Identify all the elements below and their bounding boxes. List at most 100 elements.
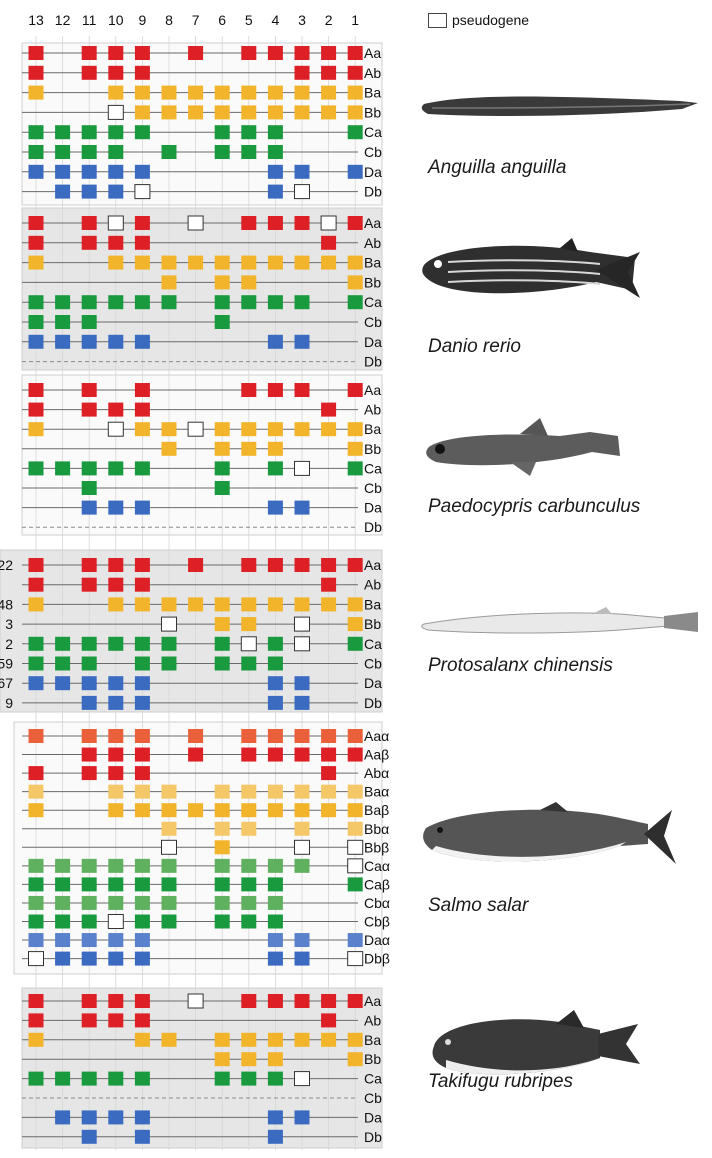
cluster-label: Bb [364,441,381,457]
gene-box [135,1013,150,1027]
gene-box [268,994,283,1008]
gene-box [295,66,310,80]
cluster-label: Baα [364,784,389,800]
gene-box [295,335,310,349]
gene-box [321,1033,336,1047]
gene-box [108,1110,123,1124]
cluster-label: Db [364,354,382,370]
gene-box [55,637,70,651]
gene-box [162,822,177,836]
gene-box [268,185,283,199]
gene-box [348,422,363,436]
gene-box [295,165,310,179]
gene-box [82,295,97,309]
gene-box [295,597,310,611]
column-label: 4 [272,12,280,28]
gene-box [108,295,123,309]
pseudogene-box [188,994,203,1008]
gene-box [321,994,336,1008]
cluster-label: Ba [364,596,381,612]
cluster-label: Bb [364,104,381,120]
gene-box [241,86,256,100]
gene-box [241,275,256,289]
column-label: 10 [108,12,124,28]
gene-box [348,216,363,230]
gene-box [29,295,44,309]
gene-box [108,578,123,592]
gene-box [241,422,256,436]
column-label: 8 [165,12,173,28]
gene-box [82,501,97,515]
gene-box [268,1072,283,1086]
gene-box [215,461,230,475]
gene-box [55,145,70,159]
cluster-label: Ca [364,294,382,310]
gene-box [29,657,44,671]
pseudogene-box [348,859,363,873]
gene-box [29,766,44,780]
gene-box [29,86,44,100]
gene-box [215,657,230,671]
gene-box [295,501,310,515]
gene-box [135,877,150,891]
left-edge-label: 9 [5,695,13,711]
gene-box [215,1072,230,1086]
gene-box [55,125,70,139]
pseudogene-box [295,637,310,651]
gene-box [82,915,97,929]
gene-box [135,558,150,572]
gene-box [162,1033,177,1047]
gene-box [241,125,256,139]
paedocypris-eye [435,444,445,454]
gene-box [162,86,177,100]
cluster-label: Da [364,334,382,350]
species-name: Takifugu rubripes [428,1071,573,1093]
gene-box [55,295,70,309]
gene-box [29,859,44,873]
gene-box [29,1072,44,1086]
gene-box [215,822,230,836]
gene-box [321,785,336,799]
gene-box [321,403,336,417]
gene-box [29,236,44,250]
cluster-label: Cb [364,1090,382,1106]
gene-box [135,597,150,611]
gene-box [241,46,256,60]
gene-box [108,66,123,80]
pseudogene-box [295,461,310,475]
gene-box [108,748,123,762]
gene-box [241,442,256,456]
gene-box [29,1013,44,1027]
gene-box [268,1110,283,1124]
gene-box [162,915,177,929]
gene-box [162,275,177,289]
gene-box [135,216,150,230]
gene-box [82,994,97,1008]
gene-box [29,256,44,270]
gene-box [348,165,363,179]
gene-box [268,1130,283,1144]
gene-box [162,803,177,817]
cluster-label: Ba [364,1032,381,1048]
cluster-label: Ab [364,1012,381,1028]
cluster-label: Bb [364,616,381,632]
gene-box [321,748,336,762]
gene-box [55,657,70,671]
gene-box [268,216,283,230]
gene-box [348,125,363,139]
cluster-label: Caβ [364,876,390,892]
gene-box [135,256,150,270]
gene-box [321,105,336,119]
cluster-label: Aa [364,557,381,573]
gene-box [188,748,203,762]
pufferfish-tail [598,1024,640,1064]
gene-box [268,896,283,910]
gene-box [135,915,150,929]
gene-box [241,256,256,270]
column-label: 13 [28,12,44,28]
pseudogene-box [295,185,310,199]
column-label: 9 [139,12,147,28]
gene-box [82,1110,97,1124]
gene-box [268,657,283,671]
species-name: Danio rerio [428,336,521,358]
